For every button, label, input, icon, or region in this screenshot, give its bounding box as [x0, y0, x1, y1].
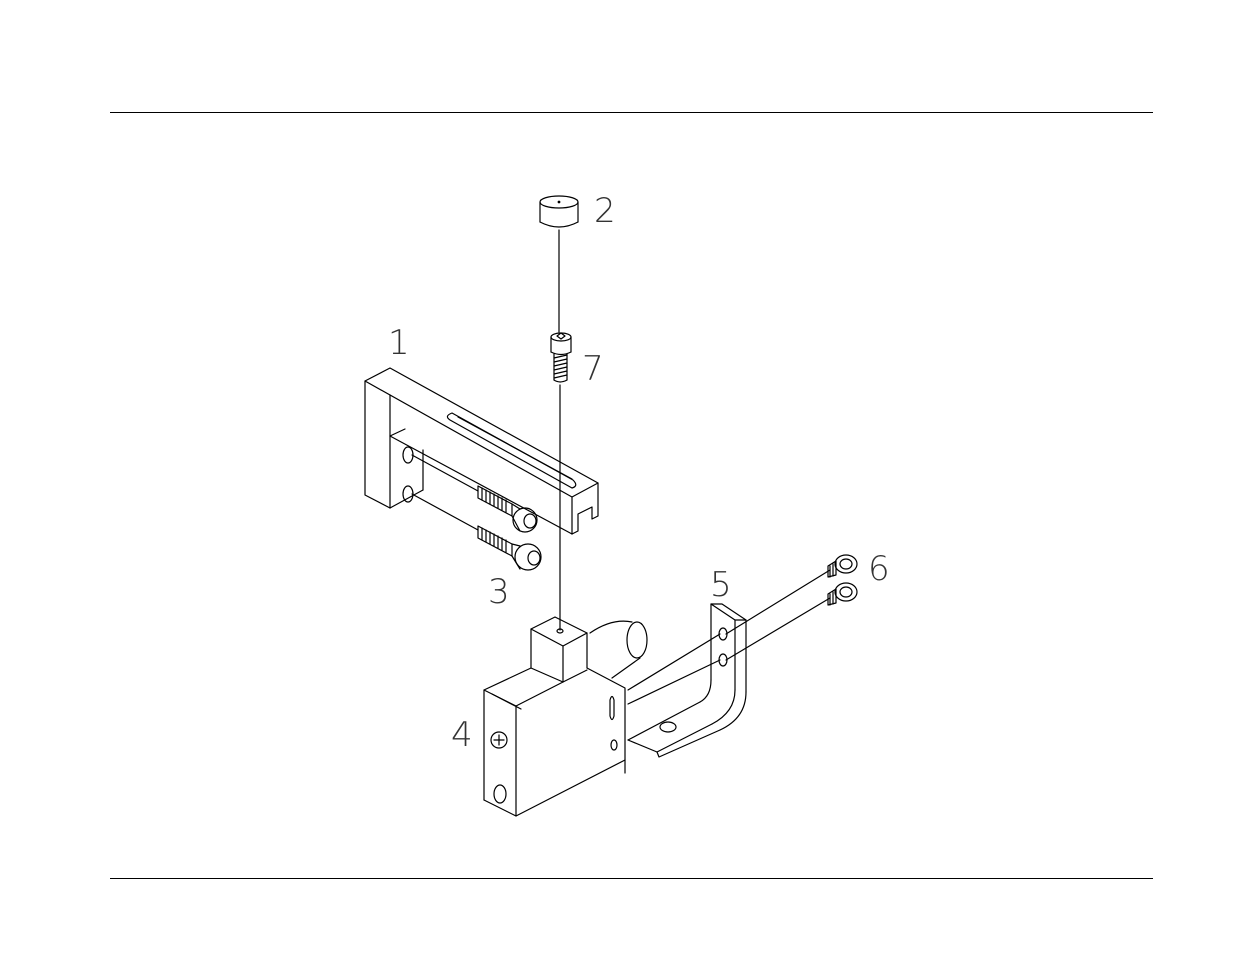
callout-part-2: 2	[594, 191, 616, 231]
callout-part-5: 5	[710, 565, 732, 605]
callout-part-1: 1	[388, 323, 410, 363]
callout-part-6: 6	[868, 549, 890, 589]
socket-screw-part	[551, 333, 571, 382]
small-screw-upper	[726, 555, 857, 634]
callout-part-3: 3	[488, 572, 510, 612]
cap-part	[540, 196, 578, 227]
callout-part-4: 4	[451, 715, 473, 755]
callout-part-7: 7	[582, 349, 604, 389]
slotted-bracket-part	[365, 368, 598, 534]
sensor-block-part	[484, 617, 647, 816]
l-bracket-part	[628, 604, 746, 757]
